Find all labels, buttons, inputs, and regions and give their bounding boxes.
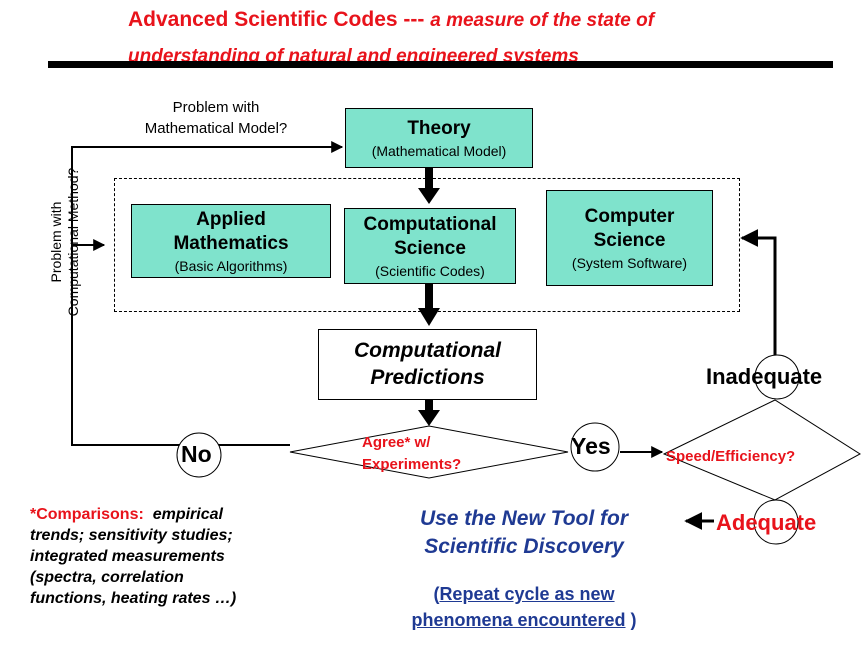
new-tool-line1: Use the New Tool for xyxy=(419,507,629,530)
adequate-circle xyxy=(753,499,799,545)
computer-science-box: Computer Science (System Software) xyxy=(546,190,713,286)
problem-math-line2: Mathematical Model? xyxy=(144,120,288,137)
arrow-codes-to-predictions xyxy=(418,308,440,326)
agree-line2: Experiments? xyxy=(362,456,462,473)
comp-science-sub: (Scientific Codes) xyxy=(375,262,485,279)
applied-math-heading-2: Mathematics xyxy=(173,233,289,254)
problem-comp-label: Problem with Computational Method? xyxy=(48,142,82,342)
computer-science-heading-2: Science xyxy=(593,230,666,251)
comparisons-line2: trends; sensitivity studies; xyxy=(30,527,233,544)
no-circle xyxy=(176,432,222,478)
comparisons-line4: (spectra, correlation xyxy=(30,569,184,586)
predictions-line2: Predictions xyxy=(370,365,485,389)
theory-heading: Theory xyxy=(407,118,471,140)
speed-decision-diamond xyxy=(662,399,861,501)
inadequate-circle xyxy=(754,354,800,400)
title-rule xyxy=(48,61,833,68)
new-tool-line2: Scientific Discovery xyxy=(424,535,624,558)
comparisons-line5: functions, heating rates …) xyxy=(30,590,237,607)
new-tool-heading: Use the New Tool for Scientific Discover… xyxy=(352,505,696,561)
computer-science-sub: (System Software) xyxy=(571,254,688,271)
page-title: Advanced Scientific Codes --- a measure … xyxy=(128,8,654,32)
repeat-line2: phenomena encountered xyxy=(411,610,626,630)
comparisons-line3: integrated measurements xyxy=(30,548,225,565)
arrow-theory-to-codes xyxy=(418,188,440,204)
title-subtitle-text: a measure of the state of xyxy=(430,10,655,31)
comp-science-box: Computational Science (Scientific Codes) xyxy=(344,208,516,284)
comparisons-prefix: *Comparisons: xyxy=(30,506,144,523)
comp-science-heading-1: Computational xyxy=(363,214,497,236)
yes-circle xyxy=(570,422,620,472)
inadequate-label: Inadequate xyxy=(706,364,823,389)
arrow-predictions-to-agree xyxy=(418,410,440,426)
applied-math-heading-1: Applied xyxy=(196,209,266,231)
speed-label: Speed/Efficiency? xyxy=(666,448,796,465)
agree-line1: Agree* w/ xyxy=(362,434,431,451)
problem-math-label: Problem with Mathematical Model? xyxy=(116,97,316,139)
predictions-line1: Computational xyxy=(354,339,501,363)
theory-sub: (Mathematical Model) xyxy=(371,142,507,159)
yes-label: Yes xyxy=(571,433,611,459)
title-main-text: Advanced Scientific Codes --- xyxy=(128,8,425,31)
problem-comp-line1: Problem with xyxy=(48,201,64,283)
comparisons-line1: empirical xyxy=(152,506,223,523)
adequate-label: Adequate xyxy=(716,510,817,535)
problem-math-line1: Problem with xyxy=(172,99,260,116)
repeat-cycle-note: (Repeat cycle as new phenomena encounter… xyxy=(352,581,696,633)
problem-comp-line2: Computational Method? xyxy=(65,167,81,317)
agree-label: Agree* w/ Experiments? xyxy=(362,432,461,476)
predictions-box: Computational Predictions xyxy=(318,329,537,400)
applied-math-sub: (Basic Algorithms) xyxy=(174,257,288,274)
computer-science-heading-1: Computer xyxy=(584,206,675,228)
comp-science-heading-2: Science xyxy=(394,238,466,259)
disciplines-group xyxy=(114,178,740,312)
applied-math-box: Applied Mathematics (Basic Algorithms) xyxy=(131,204,331,278)
repeat-open: ( xyxy=(433,584,440,604)
repeat-line1: Repeat cycle as new xyxy=(439,584,615,604)
repeat-close: ) xyxy=(625,610,637,630)
inadequate-return-line xyxy=(740,229,777,358)
agree-decision-diamond xyxy=(289,425,569,479)
no-label: No xyxy=(181,441,212,467)
comparisons-note: *Comparisons: empirical trends; sensitiv… xyxy=(30,504,305,609)
theory-box: Theory (Mathematical Model) xyxy=(345,108,533,168)
